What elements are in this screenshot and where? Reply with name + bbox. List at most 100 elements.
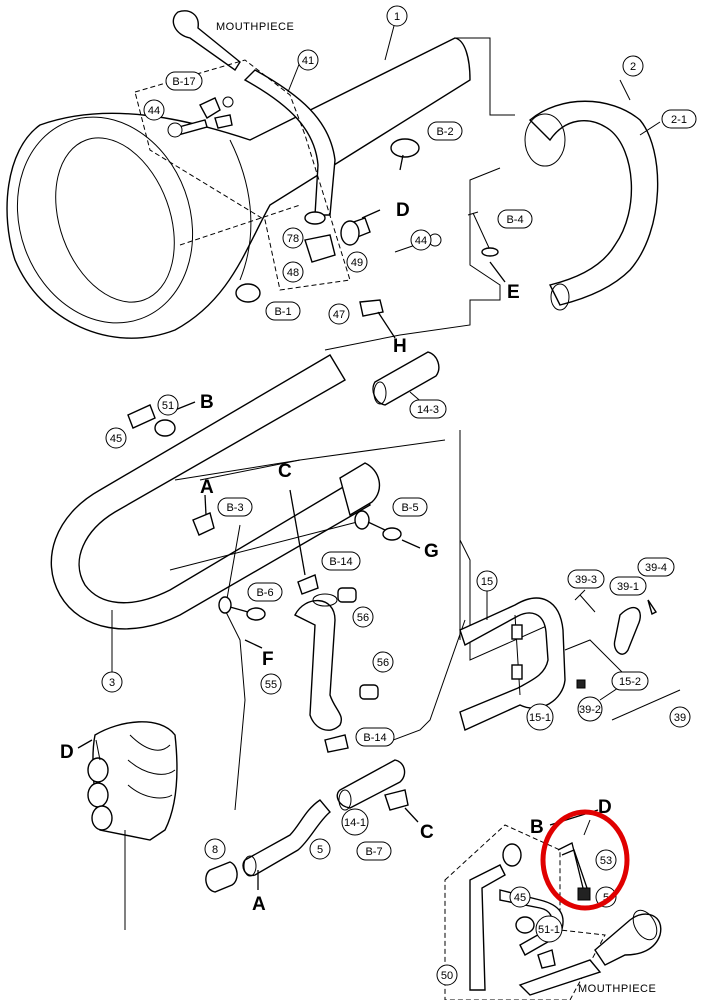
callout-51-1: 51-1 — [535, 915, 563, 943]
svg-text:1: 1 — [394, 11, 400, 23]
callout-39: 39 — [669, 706, 691, 728]
svg-text:50: 50 — [441, 970, 453, 982]
callout-1: 1 — [386, 5, 408, 27]
callout-8: 8 — [204, 838, 226, 860]
svg-text:45: 45 — [514, 892, 526, 904]
svg-text:53: 53 — [600, 855, 612, 867]
svg-text:51-1: 51-1 — [538, 924, 560, 936]
letter-a-top: A — [200, 477, 214, 498]
svg-text:B-7: B-7 — [365, 846, 382, 858]
callout-39-2: 39-2 — [577, 696, 603, 722]
callout-2: 2 — [622, 55, 644, 77]
tag-39-1: 39-1 — [609, 576, 647, 596]
svg-text:14-3: 14-3 — [417, 404, 439, 416]
callout-15-1: 15-1 — [526, 703, 554, 731]
letter-d-bottom: D — [598, 797, 612, 818]
svg-text:44: 44 — [415, 235, 427, 247]
callout-44-a: 44 — [143, 99, 165, 121]
tag-b-5: B-5 — [392, 497, 428, 517]
svg-text:B-14: B-14 — [329, 556, 352, 568]
svg-text:5: 5 — [317, 844, 323, 856]
tube-part-5 — [242, 799, 331, 877]
letter-a-bottom: A — [252, 894, 266, 915]
tag-15-2: 15-2 — [611, 671, 649, 691]
letter-h: H — [393, 336, 407, 357]
callout-45-b: 45 — [509, 886, 531, 908]
letter-b-bottom: B — [530, 817, 544, 838]
callout-44-b: 44 — [410, 229, 432, 251]
svg-text:56: 56 — [377, 657, 389, 669]
tag-b-4: B-4 — [497, 209, 533, 229]
svg-text:45: 45 — [110, 433, 122, 445]
svg-text:B-1: B-1 — [274, 306, 291, 318]
tubing-part-15 — [459, 590, 566, 731]
mouthpiece-top: MOUTHPIECE — [172, 10, 294, 72]
svg-text:56: 56 — [357, 612, 369, 624]
svg-text:48: 48 — [287, 267, 299, 279]
svg-text:B-6: B-6 — [256, 587, 273, 599]
svg-text:51: 51 — [162, 400, 174, 412]
assembly-outline-bottom — [444, 824, 606, 1000]
callout-78: 78 — [282, 227, 304, 249]
tag-b-17: B-17 — [165, 71, 203, 91]
cap-part-56-a — [337, 587, 357, 603]
svg-text:3: 3 — [109, 677, 115, 689]
highlight-circle — [540, 809, 630, 911]
letter-e: E — [507, 282, 520, 303]
letter-f: F — [262, 649, 274, 670]
valve-cluster — [87, 721, 178, 930]
svg-text:B-14: B-14 — [363, 732, 386, 744]
crook-part-2 — [524, 79, 661, 311]
callout-5: 5 — [309, 838, 331, 860]
svg-text:B-2: B-2 — [436, 126, 453, 138]
mouthpiece-bottom: MOUTHPIECE — [578, 909, 662, 995]
svg-text:44: 44 — [148, 105, 160, 117]
callout-56-a: 56 — [352, 606, 374, 628]
tag-39-3: 39-3 — [567, 569, 605, 589]
tag-b-6: B-6 — [247, 582, 283, 602]
rod-part-53 — [557, 819, 591, 901]
svg-text:39-1: 39-1 — [617, 581, 639, 593]
tag-b-7: B-7 — [356, 841, 392, 861]
svg-text:2-1: 2-1 — [671, 114, 687, 126]
svg-text:8: 8 — [212, 844, 218, 856]
svg-text:B-3: B-3 — [226, 502, 243, 514]
svg-text:41: 41 — [302, 55, 314, 67]
svg-text:39-2: 39-2 — [579, 704, 601, 716]
callout-51: 51 — [157, 394, 179, 416]
callouts: 1 41 2 44 78 48 49 44 47 51 45 56 56 55 … — [101, 5, 691, 986]
svg-text:39: 39 — [674, 712, 686, 724]
callout-50: 50 — [436, 964, 458, 986]
tag-39-4: 39-4 — [637, 557, 675, 577]
letter-c-top: C — [278, 461, 292, 482]
callout-55: 55 — [260, 673, 282, 695]
connection-letters: D E H B A C G F D C A B D — [60, 200, 612, 915]
tube-part-14-3 — [372, 351, 440, 406]
callout-48: 48 — [282, 261, 304, 283]
callout-15: 15 — [476, 570, 498, 592]
tags: 2-1 B-17 B-2 B-4 B-1 14-3 B-3 B-5 B-14 B… — [165, 71, 697, 861]
svg-text:B-17: B-17 — [172, 76, 195, 88]
small-hardware — [127, 96, 556, 969]
tag-b-3: B-3 — [217, 497, 253, 517]
svg-text:47: 47 — [333, 309, 345, 321]
mouthpiece-top-label: MOUTHPIECE — [216, 21, 294, 33]
svg-text:5: 5 — [603, 892, 609, 904]
callout-3: 3 — [101, 671, 123, 693]
tag-b-2: B-2 — [427, 121, 463, 141]
part-8 — [205, 861, 238, 893]
tube-part-14-1 — [336, 759, 406, 811]
main-bow-part-3 — [50, 354, 381, 680]
svg-text:B-5: B-5 — [401, 502, 418, 514]
svg-text:39-3: 39-3 — [575, 574, 597, 586]
letter-d-top: D — [396, 200, 410, 221]
callout-53: 53 — [595, 849, 617, 871]
svg-text:49: 49 — [351, 257, 363, 269]
svg-text:15-1: 15-1 — [529, 712, 551, 724]
callout-45-a: 45 — [105, 427, 127, 449]
svg-text:78: 78 — [287, 233, 299, 245]
tag-14-3: 14-3 — [409, 399, 447, 419]
cap-part-56-b — [359, 684, 379, 700]
letter-g: G — [424, 541, 439, 562]
